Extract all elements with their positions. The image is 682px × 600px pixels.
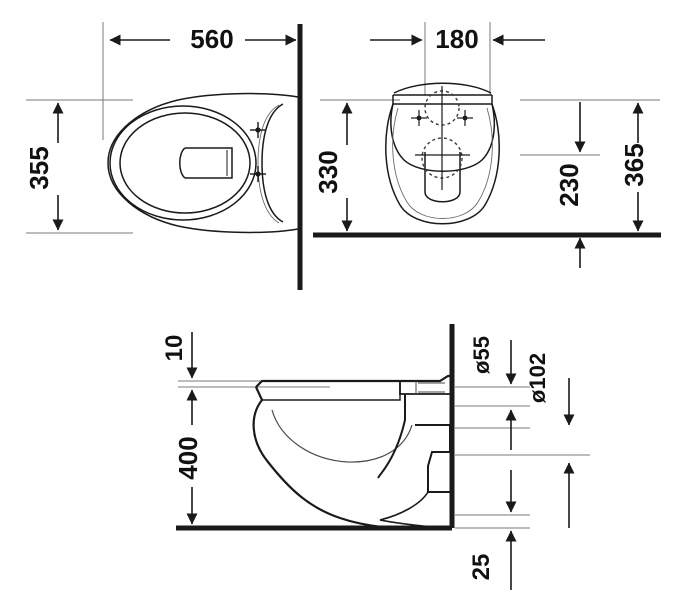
dimension-400: 400 xyxy=(173,389,203,525)
bowl-rear-wall xyxy=(377,394,406,479)
toilet-rim-back-curve-inner xyxy=(257,104,280,224)
dimension-label-330: 330 xyxy=(313,150,343,193)
mounting-cross-icon-lower xyxy=(250,166,266,182)
top-view-extension-lines xyxy=(26,22,133,234)
dimension-25: 25 xyxy=(468,470,517,590)
cross-center-dot xyxy=(462,115,468,121)
toilet-flush-rect xyxy=(185,147,233,179)
toilet-seat-outer-ellipse xyxy=(109,105,257,221)
front-view-extension-lines xyxy=(320,22,660,156)
toilet-body-outer xyxy=(385,103,500,225)
cross-center-dot xyxy=(255,171,261,177)
cross-center-dot xyxy=(416,115,422,121)
cross-center-dot xyxy=(255,127,261,133)
view-top-plan: 560 355 xyxy=(24,22,303,290)
toilet-body-outline xyxy=(107,92,299,234)
dimension-230: 230 xyxy=(554,102,586,268)
toilet-body-inner xyxy=(392,107,493,219)
view-side-section: 10 400 ø55 ø102 25 xyxy=(161,324,590,590)
dimension-label-365: 365 xyxy=(619,143,649,186)
rear-mount-block-top xyxy=(399,381,450,395)
top-view-toilet-outline xyxy=(107,92,299,234)
dimension-180: 180 xyxy=(370,24,545,54)
dimension-355: 355 xyxy=(24,102,64,231)
dimension-label-diameter-102: ø102 xyxy=(525,353,550,403)
top-view-mounting-marks xyxy=(250,122,266,182)
dimension-560: 560 xyxy=(109,24,297,54)
dimension-365: 365 xyxy=(619,102,649,232)
dimension-label-560: 560 xyxy=(190,24,233,54)
mounting-cross-icon-left xyxy=(411,110,427,126)
toilet-bowl-opening xyxy=(424,152,461,203)
toilet-top-arc xyxy=(393,82,492,94)
toilet-bowl-inner-ellipse xyxy=(119,112,251,214)
toilet-flush-left-curve xyxy=(179,147,186,179)
dimension-diameter-102: ø102 xyxy=(525,353,575,528)
view-front-elevation: 180 330 230 365 xyxy=(313,22,661,268)
toilet-rim-back-curve xyxy=(261,103,284,223)
dimension-10: 10 xyxy=(161,332,198,379)
dimension-label-25: 25 xyxy=(468,554,495,581)
dimension-label-180: 180 xyxy=(435,24,478,54)
mounting-cross-icon-upper xyxy=(250,122,266,138)
seat-top-line xyxy=(255,374,450,388)
mounting-cross-icon-right xyxy=(457,110,473,126)
dimension-330: 330 xyxy=(313,102,353,232)
dimension-label-10: 10 xyxy=(161,335,188,362)
bowl-inner-hidden-curve xyxy=(271,409,413,463)
front-view-center-marks xyxy=(411,86,473,190)
dimension-diameter-55: ø55 xyxy=(469,336,517,450)
dimension-label-230: 230 xyxy=(554,163,584,206)
water-inlet-hidden-lines xyxy=(418,382,445,393)
dimension-label-diameter-55: ø55 xyxy=(469,336,494,374)
dimension-label-400: 400 xyxy=(173,436,203,479)
dimension-label-355: 355 xyxy=(24,146,54,189)
